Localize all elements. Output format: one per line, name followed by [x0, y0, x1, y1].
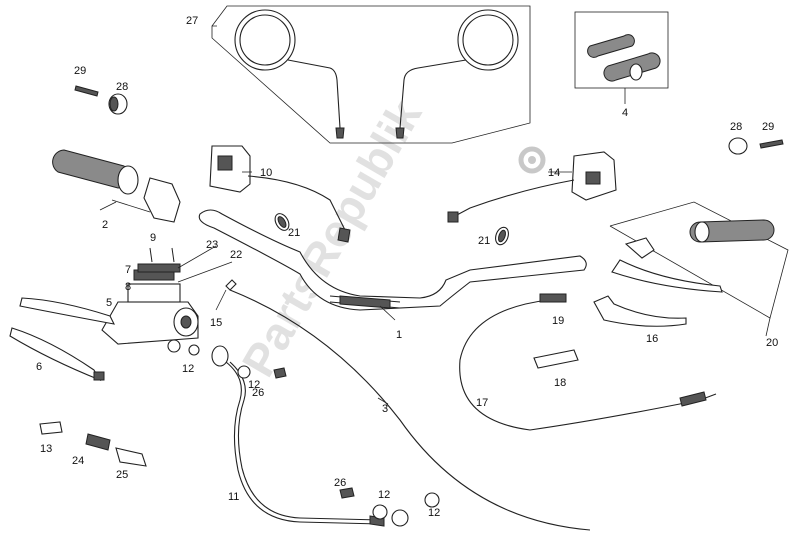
- callout-21-b: 21: [478, 235, 490, 247]
- callout-13: 13: [40, 443, 52, 455]
- callout-5: 5: [106, 297, 112, 309]
- left-mirror-head: [234, 9, 296, 71]
- grip-left: [587, 34, 635, 58]
- callout-23: 23: [206, 239, 218, 251]
- callout-17: 17: [476, 397, 488, 409]
- callout-12-b: 12: [248, 379, 260, 391]
- right-bar-end: [728, 137, 784, 155]
- watermark-gear-icon: [518, 146, 546, 174]
- callout-4: 4: [622, 107, 628, 119]
- callout-9: 9: [150, 232, 156, 244]
- brake-lever-5: [19, 297, 115, 325]
- callout-6: 6: [36, 361, 42, 373]
- mirror-set: [211, 5, 531, 144]
- left-bar-end: [74, 85, 128, 115]
- callout-22: 22: [230, 249, 242, 261]
- callout-28-b: 28: [730, 121, 742, 133]
- callout-18: 18: [554, 377, 566, 389]
- callout-3: 3: [382, 403, 388, 415]
- throttle-cable: [229, 289, 591, 531]
- callout-labels: 1 2 3 4 5 6 7 8 9 10 11 12 12 12 12 13 1…: [36, 15, 778, 519]
- callout-15: 15: [210, 317, 222, 329]
- callout-27: 27: [186, 15, 198, 27]
- brake-lever-6: [9, 327, 102, 382]
- right-switch: [447, 151, 617, 223]
- callout-26-a: 26: [252, 387, 264, 399]
- callout-28-a: 28: [116, 81, 128, 93]
- clutch-lever: [611, 259, 723, 293]
- bar-end-cap-right: [728, 137, 748, 155]
- callout-leaders: [99, 171, 771, 405]
- callout-14: 14: [548, 167, 560, 179]
- small-fittings: [39, 421, 147, 467]
- reservoir-cover: [137, 247, 181, 273]
- callout-10: 10: [260, 167, 272, 179]
- callout-29-a: 29: [74, 65, 86, 77]
- cable-adjuster-18: [533, 349, 579, 369]
- left-grip-throttle: [52, 149, 181, 223]
- right-mirror-stem: [399, 59, 467, 129]
- brake-master-cylinder: [9, 269, 199, 382]
- callout-8: 8: [125, 281, 131, 293]
- callout-21-a: 21: [288, 227, 300, 239]
- callout-19: 19: [552, 315, 564, 327]
- callout-29-b: 29: [762, 121, 774, 133]
- left-mirror-stem: [287, 59, 341, 129]
- grip-set: [574, 11, 669, 104]
- right-lever-set: [609, 201, 789, 319]
- right-mirror-head: [457, 9, 519, 71]
- callout-1: 1: [396, 329, 402, 341]
- callout-12-d: 12: [428, 507, 440, 519]
- callout-25: 25: [116, 469, 128, 481]
- callout-2: 2: [102, 219, 108, 231]
- bar-end-bolt-right: [759, 139, 784, 149]
- handlebar: [198, 209, 587, 321]
- clutch-cable: [459, 293, 717, 431]
- callout-20: 20: [766, 337, 778, 349]
- callout-12-c: 12: [378, 489, 390, 501]
- cable-clips: [274, 213, 509, 246]
- bar-end-bolt-left: [74, 85, 99, 97]
- callout-26-b: 26: [334, 477, 346, 489]
- callout-12-a: 12: [182, 363, 194, 375]
- callout-16: 16: [646, 333, 658, 345]
- bolt-26-upper: [237, 365, 440, 527]
- washer-12-a: [167, 339, 181, 353]
- throttle-housing: [143, 177, 181, 223]
- left-switch: [209, 145, 351, 243]
- callout-7: 7: [125, 264, 131, 276]
- brake-hose: [211, 345, 385, 527]
- mirror-set-frame: [211, 5, 531, 144]
- callout-11: 11: [228, 491, 239, 503]
- callout-24: 24: [72, 455, 84, 467]
- lever-16: [593, 295, 687, 327]
- grip-set-frame: [574, 11, 669, 89]
